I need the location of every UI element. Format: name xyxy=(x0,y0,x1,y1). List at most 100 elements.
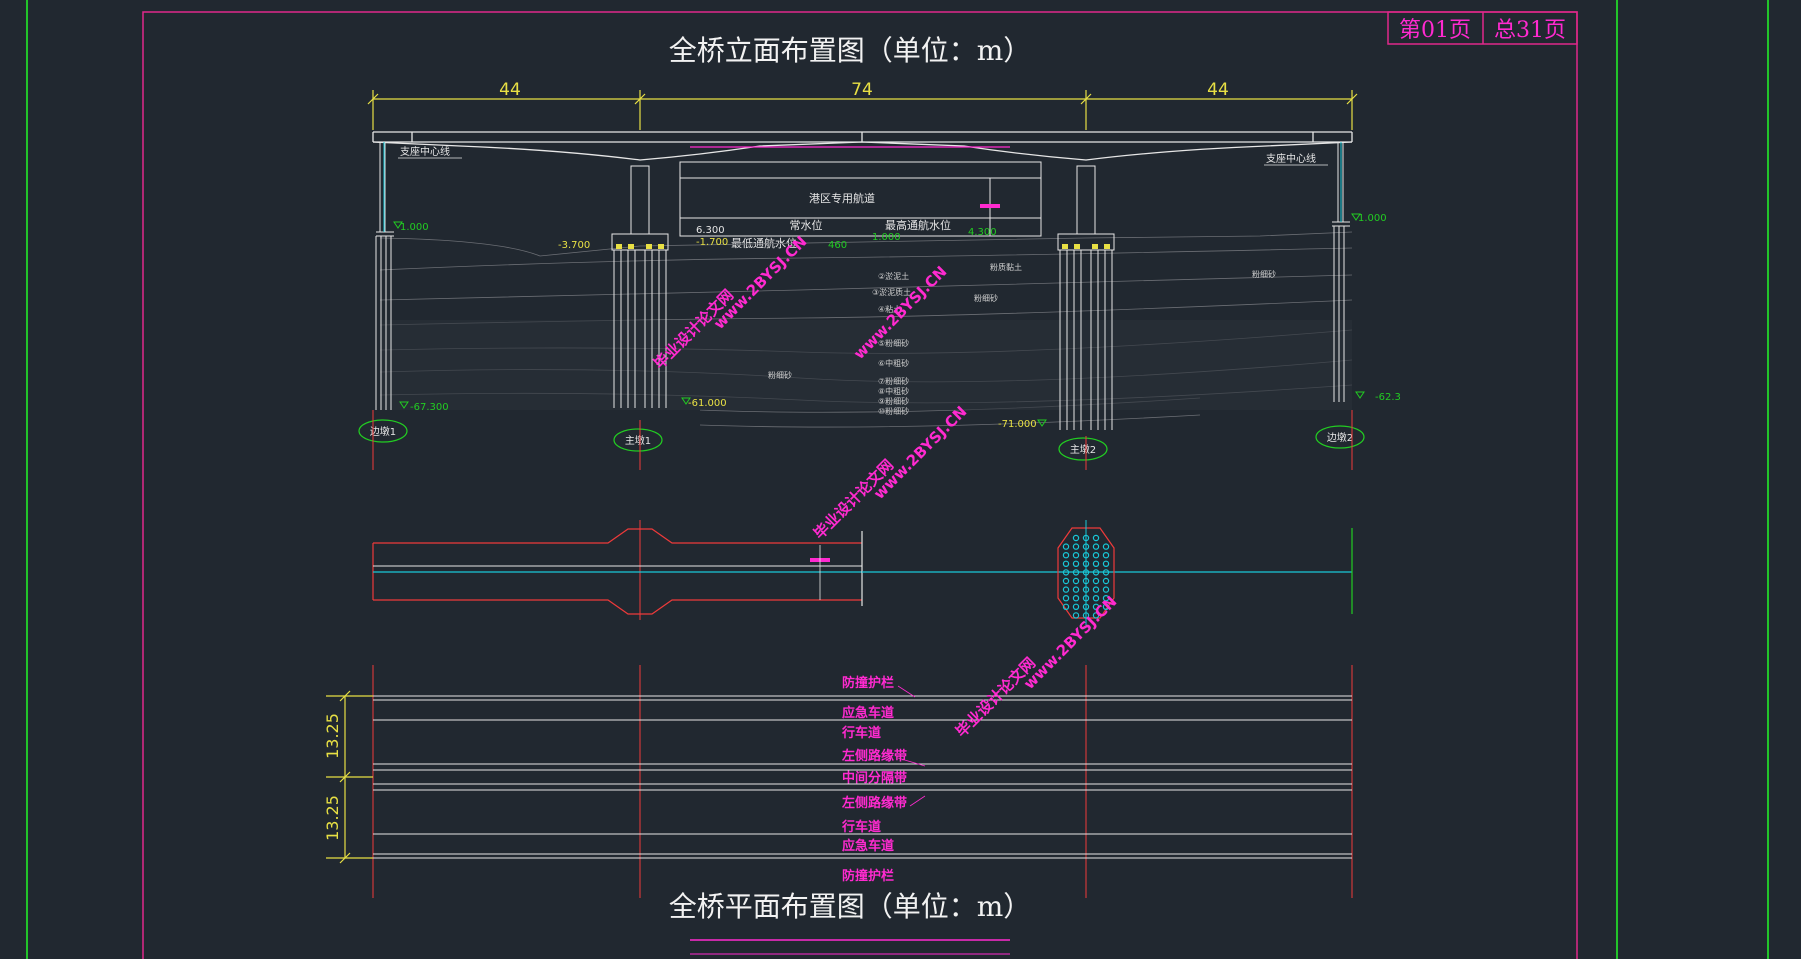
plan-width-dimension xyxy=(326,690,373,864)
span-dimensions xyxy=(367,90,1358,130)
girder-plan-section xyxy=(372,528,1353,615)
plan-width-bottom: 13.25 xyxy=(323,795,342,841)
pile-dot xyxy=(1072,534,1080,542)
pile-dot xyxy=(1082,577,1090,585)
pile-dot xyxy=(1062,577,1070,585)
pile-dot xyxy=(1102,560,1110,568)
abutment-2-tag: 边墩2 xyxy=(1327,431,1353,444)
pile-dot xyxy=(1072,560,1080,568)
pile-dot xyxy=(1072,603,1080,611)
main-pier-2 xyxy=(1057,165,1115,430)
elev-pile-left: -67.300 xyxy=(410,402,449,413)
watermark-name: 毕业设计论文网 xyxy=(952,654,1039,741)
normal-water-label: 常水位 xyxy=(790,218,823,232)
support-tags xyxy=(358,419,1365,461)
lane-label: 行车道 xyxy=(841,725,881,741)
soil-layer-label: 粉细砂 xyxy=(1252,269,1276,279)
pile-dot xyxy=(1102,552,1110,559)
pier-2-bearings xyxy=(1062,244,1110,249)
watermark-url: www.2BYSJ.CN xyxy=(870,403,970,503)
deck-plan xyxy=(373,695,1352,859)
highest-nav-label: 最高通航水位 xyxy=(885,218,951,232)
navigation-label: 港区专用航道 xyxy=(809,191,875,205)
pile-dot xyxy=(1072,577,1080,585)
elevation-marks: 1.000 1.000 -3.700 6.300 -1.700 460 1.00… xyxy=(400,213,1401,430)
soil-layer-label: ④粘土 xyxy=(878,304,901,314)
pile-dot xyxy=(1102,595,1110,602)
pile-dot xyxy=(1092,586,1100,593)
abutment-2 xyxy=(1332,141,1350,402)
pile-dot xyxy=(1082,560,1090,568)
soil-layer-label: ⑨粉细砂 xyxy=(878,396,909,406)
elev-nav-top: 6.300 xyxy=(696,225,725,236)
pile-dot xyxy=(1092,577,1100,585)
soil-layer-label: ③淤泥质土 xyxy=(872,287,911,297)
soil-layer-label: ⑧中粗砂 xyxy=(878,386,909,396)
span-right-label: 44 xyxy=(1207,80,1229,100)
pile-dot xyxy=(1102,569,1110,576)
pier-1-tag: 主墩1 xyxy=(625,434,651,447)
elev-left-pier-ground: -3.700 xyxy=(558,240,590,251)
pile-dot xyxy=(1092,543,1100,550)
elev-pile-mid-right: -71.000 xyxy=(998,419,1037,430)
elev-left-abut-top: 1.000 xyxy=(400,222,429,233)
soil-layer-label: ⑩粉细砂 xyxy=(878,406,909,416)
pile-dot xyxy=(1062,586,1070,593)
pile-dot xyxy=(1082,612,1090,619)
drawing-frame xyxy=(26,0,1769,959)
plan-width-top: 13.25 xyxy=(323,713,342,759)
lane-label: 应急车道 xyxy=(842,838,894,854)
pile-dot xyxy=(1092,595,1100,602)
soil-layer-label: 粉细砂 xyxy=(768,370,792,380)
elev-pile-right: -62.3 xyxy=(1375,392,1401,403)
pile-dot xyxy=(1072,552,1080,559)
abutment-1-tag: 边墩1 xyxy=(370,425,396,438)
total-pages: 总31页 xyxy=(1494,18,1566,43)
lane-label: 应急车道 xyxy=(842,705,894,721)
pile-dot xyxy=(1082,534,1090,542)
soil-shade xyxy=(380,320,1352,410)
span-main-label: 74 xyxy=(851,80,873,100)
pile-dot xyxy=(1082,543,1090,550)
bearing-note-left: 支座中心线 xyxy=(400,145,450,158)
pile-dot xyxy=(1092,612,1100,619)
abutment-1 xyxy=(375,141,394,410)
elevation-title: 全桥立面布置图（单位：m） xyxy=(669,34,1032,67)
pier-1-bearings xyxy=(616,244,664,249)
soil-layer-label: ②淤泥土 xyxy=(878,271,909,281)
lane-label: 左侧路缘带 xyxy=(842,795,907,811)
pile-dot xyxy=(1092,560,1100,568)
pile-dot xyxy=(1102,577,1110,585)
lowest-nav-label: 最低通航水位 xyxy=(731,236,797,250)
pile-dot xyxy=(1062,543,1070,550)
pile-dot xyxy=(1092,603,1100,611)
lane-leaders xyxy=(897,685,926,807)
elev-nav-low: -1.700 xyxy=(696,237,728,248)
pile-dot xyxy=(1062,603,1070,611)
lane-label: 行车道 xyxy=(841,819,881,835)
span-left-label: 44 xyxy=(499,80,521,100)
pile-dot xyxy=(1082,603,1090,611)
navigation-clearance xyxy=(679,161,1042,237)
soil-layer-label: ⑤粉细砂 xyxy=(878,338,909,348)
pile-dot xyxy=(1102,543,1110,550)
pile-group-plan xyxy=(1057,520,1115,625)
pile-dot xyxy=(1082,586,1090,593)
elevation-triangles xyxy=(393,213,1365,427)
pile-dot xyxy=(1072,595,1080,602)
watermark-url: www.2BYSJ.CN xyxy=(1020,593,1120,693)
soil-layer-label: ⑦粉细砂 xyxy=(878,376,909,386)
main-pier-1 xyxy=(611,165,669,408)
pile-dot xyxy=(1092,534,1100,542)
pile-dot xyxy=(1072,569,1080,576)
elev-nav-460: 460 xyxy=(828,240,847,251)
lane-label: 中间分隔带 xyxy=(842,770,907,786)
pile-dot xyxy=(1102,603,1110,611)
pile-dot xyxy=(1062,552,1070,559)
elev-right-abut-top: 1.000 xyxy=(1358,213,1387,224)
lane-label: 左侧路缘带 xyxy=(842,748,907,764)
soil-layer-label: 粉质黏土 xyxy=(990,262,1022,272)
pile-dot xyxy=(1062,569,1070,576)
pile-dot xyxy=(1072,612,1080,619)
